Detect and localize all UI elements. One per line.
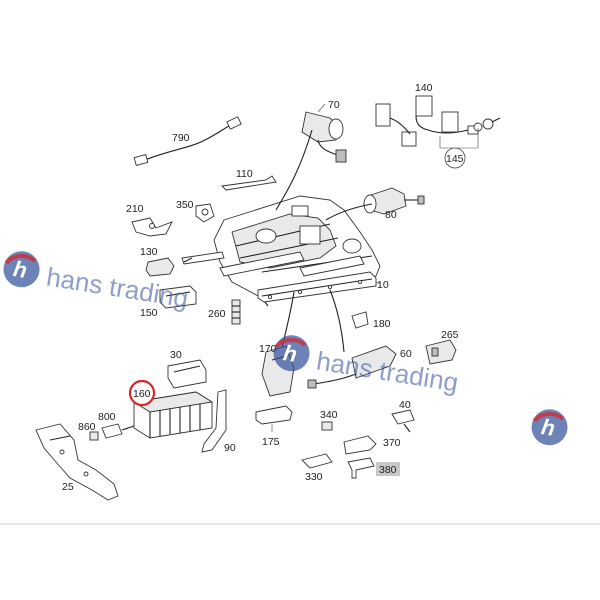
label-210: 210 [126, 203, 144, 215]
part-175-trim[interactable] [255, 405, 293, 432]
watermark-3: h [531, 409, 568, 446]
leader-80-frame [325, 203, 373, 221]
part-40-bracket[interactable] [391, 409, 415, 433]
label-140: 140 [415, 82, 433, 94]
label-60: 60 [400, 348, 412, 360]
label-340: 340 [320, 409, 338, 421]
part-210-bracket[interactable] [131, 217, 173, 237]
label-260: 260 [208, 308, 226, 320]
label-370: 370 [383, 437, 401, 449]
label-90: 90 [224, 442, 236, 454]
part-25-base-frame[interactable] [35, 423, 119, 501]
watermark-1: h hans trading [3, 251, 190, 314]
label-130: 130 [140, 246, 158, 258]
label-70: 70 [328, 99, 340, 111]
watermark-2: h hans trading [273, 335, 460, 398]
part-340-clip[interactable] [321, 421, 333, 431]
label-80: 80 [385, 209, 397, 221]
label-350: 350 [176, 199, 194, 211]
label-790: 790 [172, 132, 190, 144]
callout-145-ring [444, 147, 466, 169]
label-265: 265 [441, 329, 459, 341]
leader-70-frame [275, 129, 313, 211]
label-180: 180 [373, 318, 391, 330]
part-330-bracket[interactable] [301, 453, 333, 469]
part-160-control-unit[interactable] [132, 391, 214, 439]
part-130-cap[interactable] [145, 257, 193, 277]
part-790-cable[interactable] [133, 116, 242, 166]
label-10: 10 [377, 279, 389, 291]
callout-160-ring [128, 379, 156, 407]
part-30-connector[interactable] [167, 359, 207, 389]
label-160: 160 [133, 388, 151, 400]
label-175: 175 [262, 436, 280, 448]
label-30: 30 [170, 349, 182, 361]
watermark-logo-letter: h [282, 340, 299, 367]
label-150: 150 [140, 307, 158, 319]
part-90-bracket[interactable] [201, 389, 227, 453]
part-380-sensor[interactable] [347, 457, 375, 479]
part-70-motor[interactable] [301, 103, 347, 163]
callout-380-box [376, 462, 400, 476]
part-370-bracket[interactable] [343, 435, 377, 455]
watermark-logo-letter: h [12, 256, 29, 283]
part-80-motor[interactable] [363, 187, 425, 215]
label-145: 145 [446, 153, 464, 165]
label-25: 25 [62, 481, 74, 493]
label-330: 330 [305, 471, 323, 483]
part-265-connector[interactable] [425, 339, 457, 365]
label-380: 380 [379, 464, 397, 476]
part-140-connector-set[interactable] [375, 95, 501, 149]
leader-frame-60 [329, 289, 345, 353]
part-260-spring[interactable] [231, 299, 241, 325]
watermark-logo-letter: h [540, 414, 557, 441]
part-110-bracket[interactable] [221, 175, 277, 191]
label-860: 860 [78, 421, 96, 433]
part-150-module[interactable] [159, 285, 197, 309]
label-110: 110 [236, 168, 253, 180]
part-350-clip[interactable] [195, 203, 215, 223]
part-10-rail[interactable] [257, 271, 381, 303]
part-180-clip[interactable] [351, 311, 369, 329]
part-60-actuator[interactable] [307, 345, 397, 389]
label-40: 40 [399, 399, 411, 411]
part-860-plug[interactable] [89, 431, 99, 441]
part-800-connector[interactable] [101, 423, 135, 439]
seat-frame-assembly [181, 195, 381, 307]
label-800: 800 [98, 411, 116, 423]
label-170: 170 [259, 343, 277, 355]
